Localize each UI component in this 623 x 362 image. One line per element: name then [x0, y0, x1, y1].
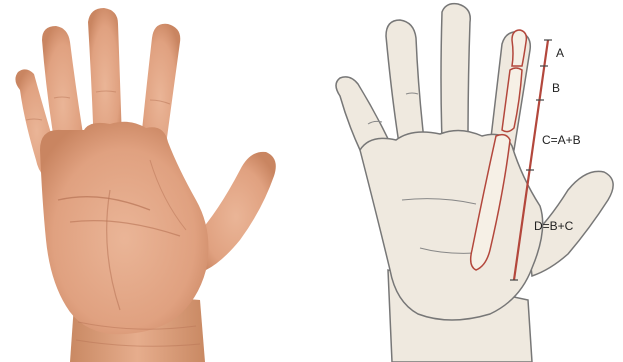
label-a: A: [556, 46, 564, 60]
palm-photo: [0, 0, 300, 362]
palm-photo-image: [0, 0, 300, 362]
label-c: C=A+B: [542, 133, 581, 147]
hand-outline: [336, 4, 613, 362]
thumb-proportion-diagram: A B C=A+B D=B+C: [300, 0, 623, 362]
hand-illustration: A B C=A+B D=B+C: [300, 0, 623, 362]
label-b: B: [552, 81, 560, 95]
label-d: D=B+C: [534, 219, 574, 233]
